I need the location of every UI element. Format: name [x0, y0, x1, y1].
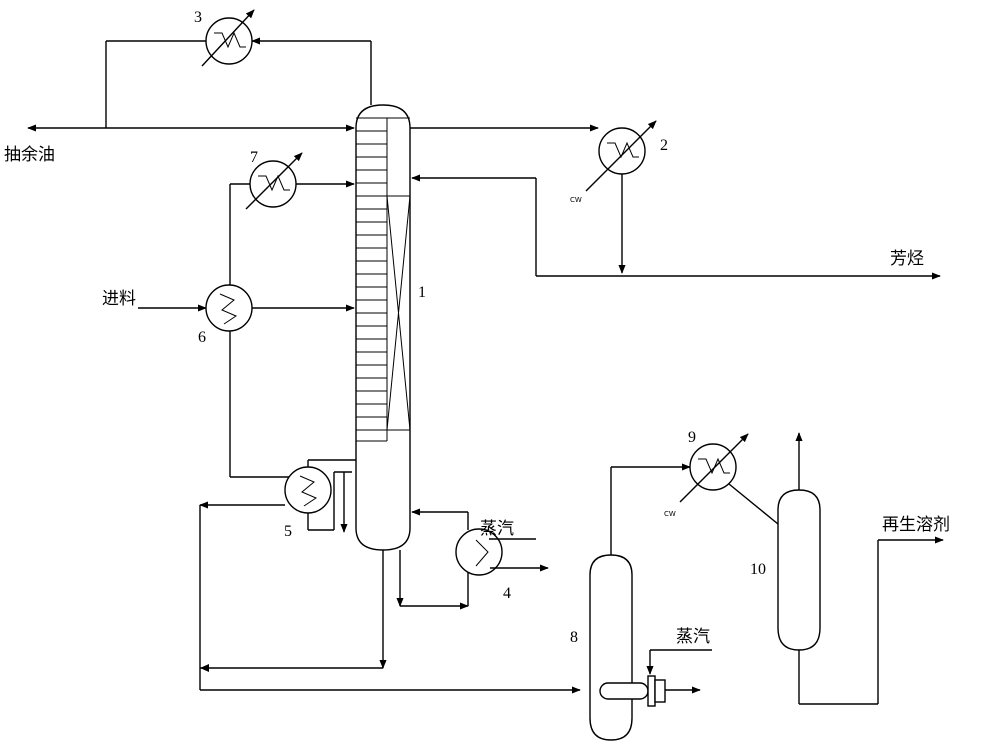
regenerated-solvent-label: 再生溶剂: [882, 515, 950, 535]
exchanger-6: [205, 284, 253, 332]
cooler-7-loop: [229, 180, 355, 285]
equipment-number-6: 6: [198, 329, 206, 346]
equipment-number-4: 4: [503, 585, 511, 602]
vessel-10: [777, 432, 944, 705]
cw-label-9: CW: [664, 510, 676, 518]
steam-label-reboiler: 蒸汽: [480, 519, 514, 539]
column-packing: [356, 195, 411, 442]
vessel-8: [589, 463, 712, 741]
cooler-7: [245, 152, 303, 210]
aromatics-label: 芳烃: [890, 249, 924, 269]
overhead-loop: [27, 37, 372, 132]
exchanger-5: [284, 466, 332, 514]
equipment-number-8: 8: [570, 629, 578, 646]
equipment-number-7: 7: [250, 149, 258, 166]
equipment-number-10: 10: [750, 561, 766, 578]
column-1: [355, 104, 411, 551]
overhead-aromatics: [410, 124, 941, 280]
steam-label-stripper: 蒸汽: [676, 627, 710, 647]
cw-label-2: CW: [570, 196, 582, 204]
bottoms-lines: [199, 459, 581, 694]
feed-label: 进料: [102, 289, 136, 309]
cooler-3: [201, 9, 255, 67]
equipment-number-2: 2: [660, 137, 668, 154]
raffinate-label: 抽余油: [4, 145, 55, 165]
equipment-number-9: 9: [688, 429, 696, 446]
equipment-number-3: 3: [194, 9, 202, 26]
feed-line: [138, 304, 355, 478]
condenser-2: [585, 120, 657, 192]
reboiler-4: [455, 528, 549, 576]
equipment-number-1: 1: [418, 284, 426, 301]
cooler-9: [679, 433, 779, 525]
equipment-number-5: 5: [284, 523, 292, 540]
column-trays: [356, 117, 410, 431]
